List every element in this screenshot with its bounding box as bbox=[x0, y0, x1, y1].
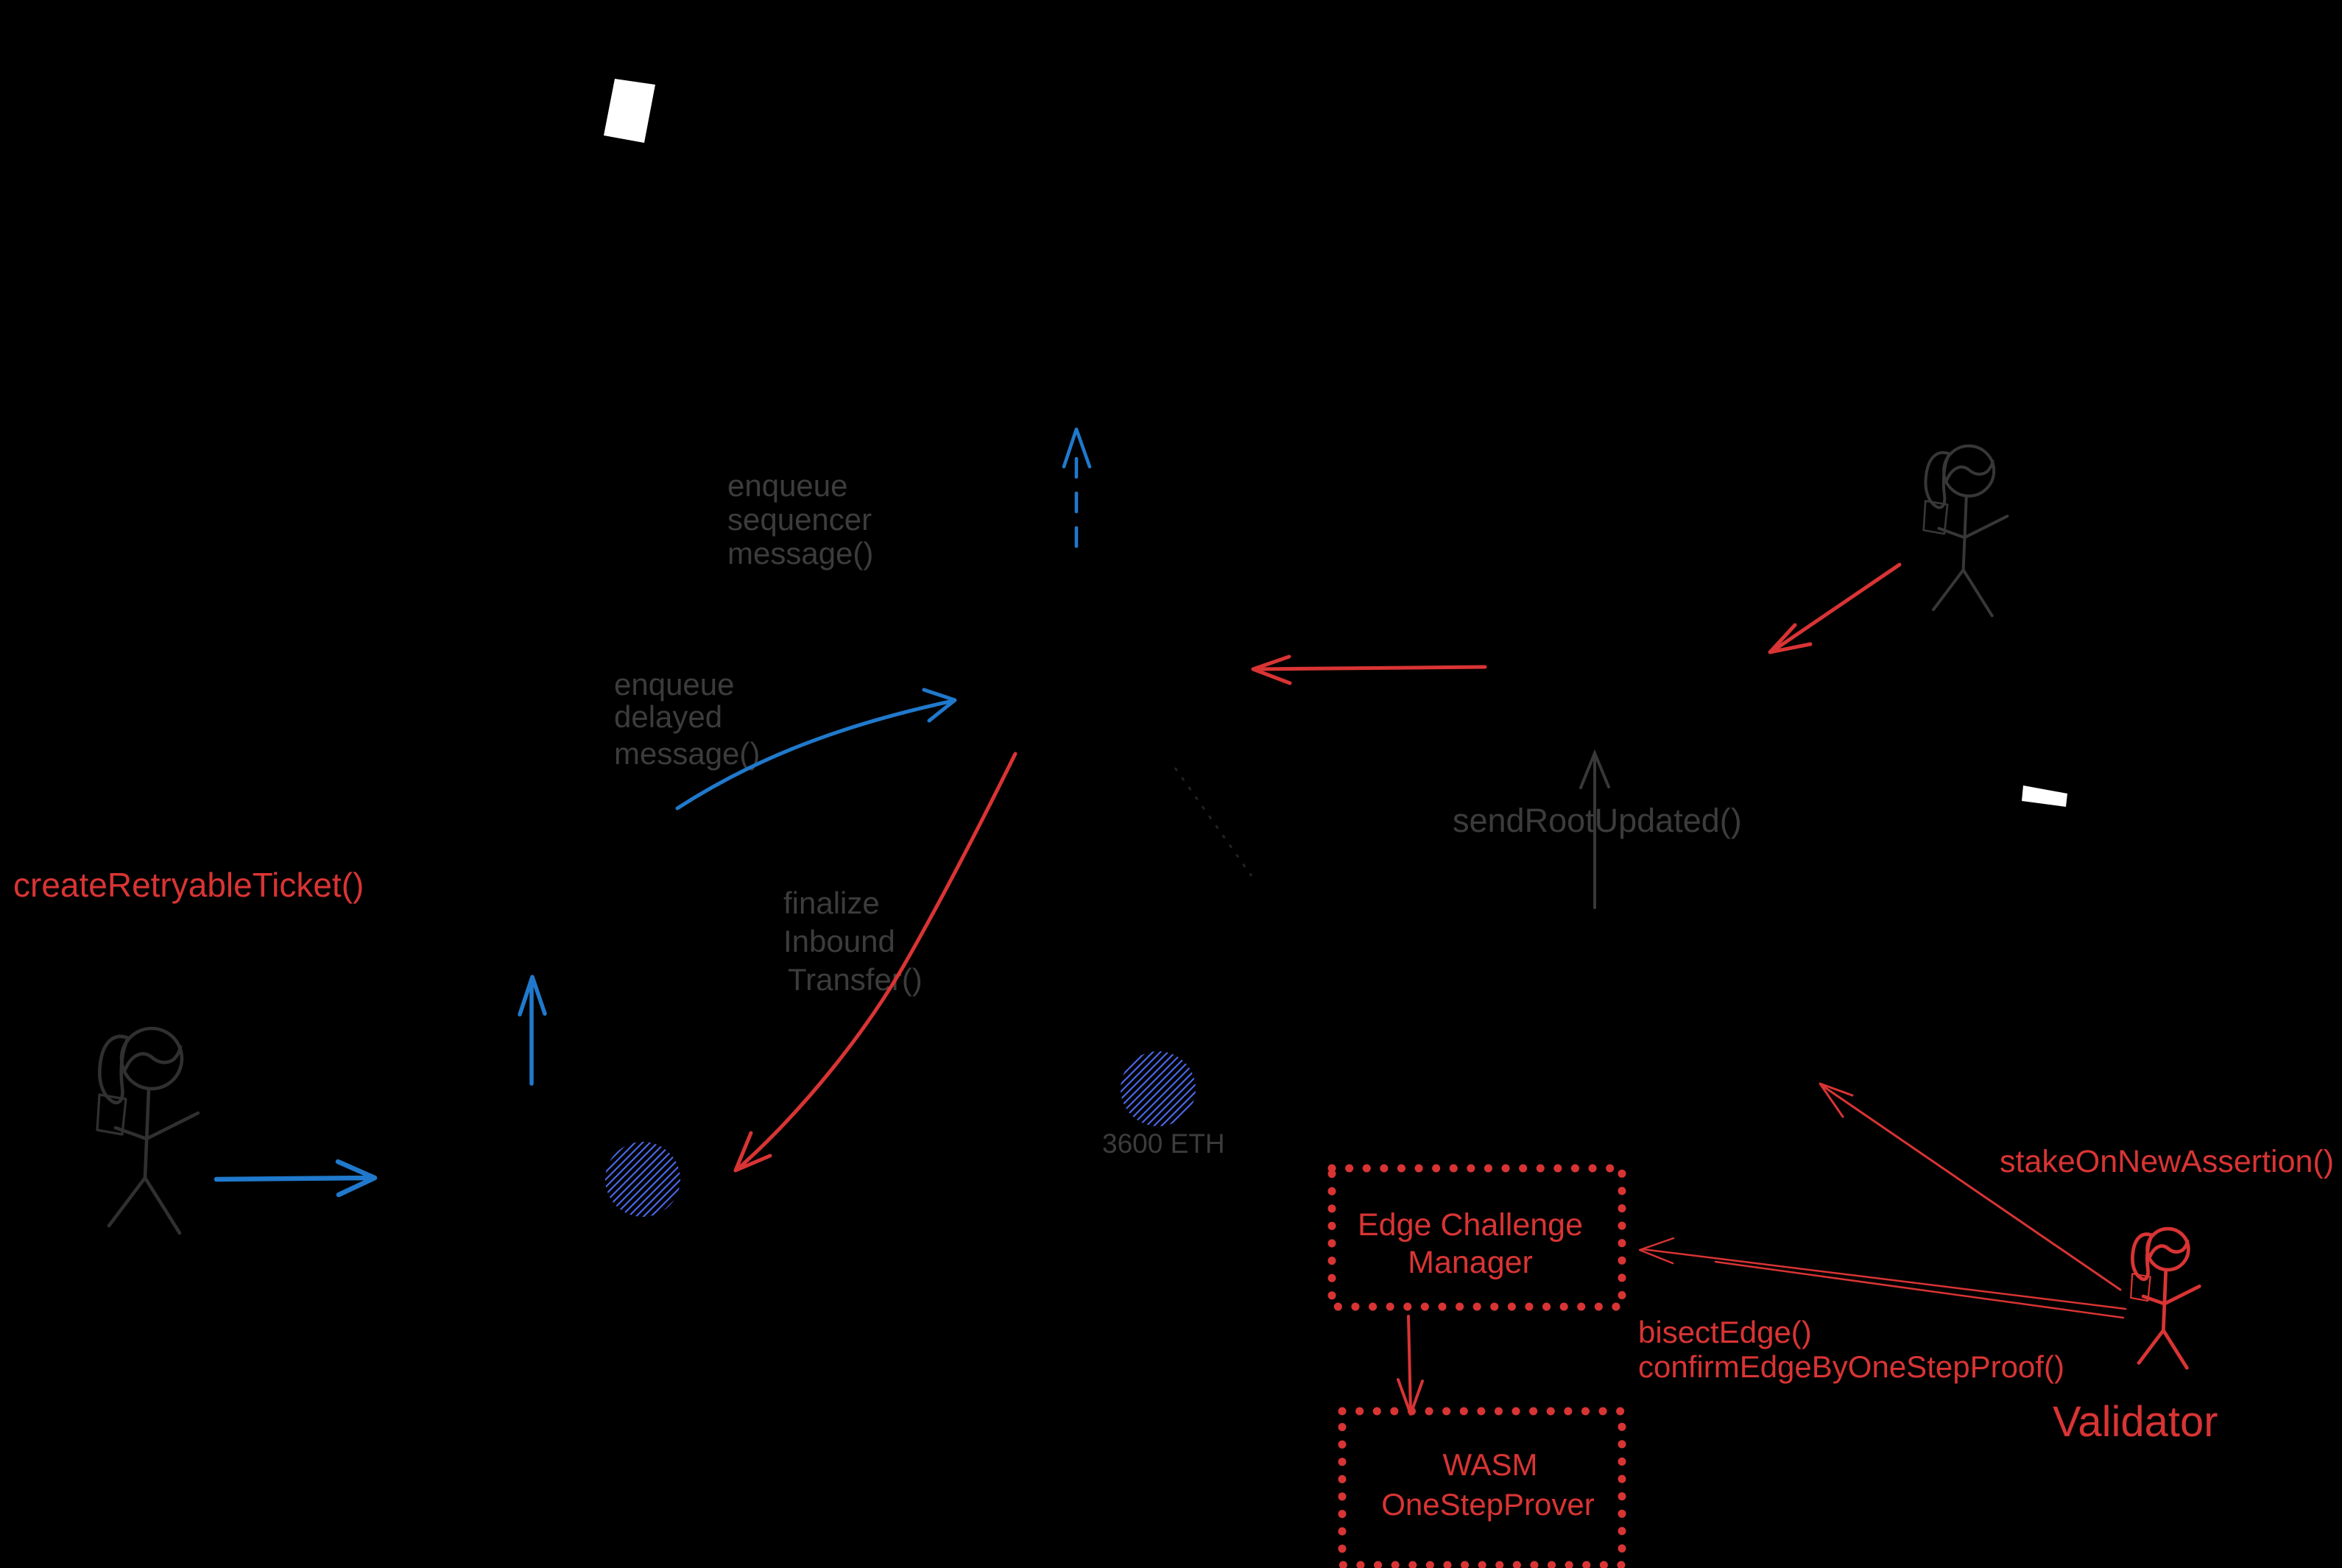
svg-text:finalize: finalize bbox=[783, 886, 880, 920]
svg-text:stakeOnNewAssertion(): stakeOnNewAssertion() bbox=[2000, 1144, 2334, 1179]
svg-text:sequencer: sequencer bbox=[727, 502, 872, 537]
svg-text:Manager: Manager bbox=[1408, 1245, 1533, 1280]
svg-text:Edge Challenge: Edge Challenge bbox=[1358, 1207, 1583, 1243]
svg-text:Inbound: Inbound bbox=[783, 924, 895, 958]
svg-text:3600 ETH: 3600 ETH bbox=[1102, 1129, 1225, 1159]
svg-text:delayed: delayed bbox=[614, 699, 722, 734]
svg-text:enqueue: enqueue bbox=[727, 468, 848, 503]
svg-text:createRetryableTicket(): createRetryableTicket() bbox=[13, 866, 364, 904]
svg-text:Validator: Validator bbox=[2053, 1398, 2218, 1446]
svg-text:bisectEdge(): bisectEdge() bbox=[1638, 1315, 1812, 1349]
svg-text:confirmEdgeByOneStepProof(): confirmEdgeByOneStepProof() bbox=[1638, 1349, 2064, 1384]
svg-text:message(): message() bbox=[727, 536, 873, 571]
svg-text:message(): message() bbox=[614, 736, 760, 771]
svg-text:WASM: WASM bbox=[1442, 1447, 1537, 1482]
svg-text:sendRootUpdated(): sendRootUpdated() bbox=[1453, 802, 1742, 839]
svg-text:OneStepProver: OneStepProver bbox=[1381, 1487, 1595, 1522]
svg-text:enqueue: enqueue bbox=[614, 667, 735, 702]
svg-text:Transfer(): Transfer() bbox=[788, 962, 923, 997]
